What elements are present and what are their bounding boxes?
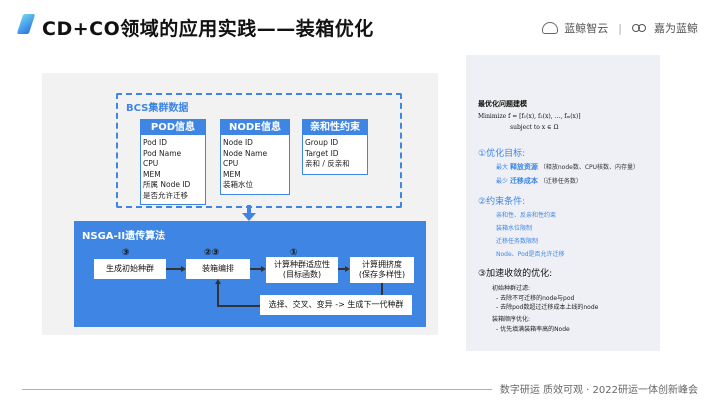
cloud-logo-icon xyxy=(542,22,559,34)
step-number-init: ③ xyxy=(122,248,130,258)
flow-connector xyxy=(250,268,261,270)
node-info-title: NODE信息 xyxy=(221,120,289,135)
node-info-box: NODE信息 Node ID Node Name CPU MEM 装箱水位 xyxy=(220,119,290,195)
convergence-item-title: 装箱顺序优化: xyxy=(492,316,531,323)
nsga-ii-algorithm-block: NSGA-II遗传算法 ③ ②③ ① 生成初始种群 装箱编排 计算种群适应性 (… xyxy=(74,221,426,327)
affinity-constraint-line: Group ID xyxy=(305,138,339,147)
flow-arrow-icon xyxy=(181,266,186,272)
flow-arrow-icon xyxy=(345,266,350,272)
footer-divider xyxy=(22,389,492,390)
flow-connector xyxy=(338,268,345,270)
title-accent-mark xyxy=(16,14,36,34)
constraint-item: 迁移任务数限制 xyxy=(496,238,539,245)
goal-item-migration: 最少 迁移成本 （迁移任务数） xyxy=(496,177,582,185)
step-init-label: 生成初始种群 xyxy=(106,264,154,273)
step-next-generation: 选择、交叉、变异 -> 生成下一代种群 xyxy=(260,295,412,315)
step-crowding-line1: 计算拥挤度 xyxy=(362,260,402,269)
step-bin-packing-arrangement: 装箱编排 xyxy=(186,259,250,279)
affinity-constraint-line: Target ID xyxy=(305,148,339,158)
nsga-ii-label: NSGA-II遗传算法 xyxy=(82,231,166,242)
constraint-item: 亲和性、反亲和性约束 xyxy=(496,212,557,219)
step-generate-initial-population: 生成初始种群 xyxy=(94,259,166,279)
bcs-cluster-data-group: BCS集群数据 POD信息 Pod ID Pod Name CPU MEM 所属… xyxy=(116,93,402,208)
step-fitness-line2: (目标函数) xyxy=(282,270,322,279)
flow-connector xyxy=(166,268,181,270)
footer-slogan: 数字研运 质效可观 · 2022研运一体创新峰会 xyxy=(499,385,698,396)
goal-section-title: ①优化目标: xyxy=(478,149,526,159)
affinity-constraint-line: 亲和 / 反亲和 xyxy=(305,159,350,168)
affinity-constraint-title: 亲和性约束 xyxy=(303,120,367,135)
node-info-line: Node Name xyxy=(223,148,268,158)
node-info-line: 装箱水位 xyxy=(223,180,253,189)
convergence-item-title: 初始种群过滤: xyxy=(492,285,531,292)
pod-info-line: Pod ID xyxy=(143,138,167,147)
pod-info-title: POD信息 xyxy=(141,120,205,135)
step-compute-fitness: 计算种群适应性 (目标函数) xyxy=(266,257,338,283)
down-arrow-icon xyxy=(247,205,251,214)
step-number-fitness: ① xyxy=(290,248,298,258)
node-info-line: MEM xyxy=(223,169,241,179)
objective-formula: Minimize f = [f₁(x), f₂(x), …, fₘ(x)] xyxy=(478,113,581,120)
affinity-constraint-box: 亲和性约束 Group ID Target ID 亲和 / 反亲和 xyxy=(302,119,368,175)
dual-circle-logo-icon xyxy=(632,22,648,34)
logo-separator: | xyxy=(618,21,622,35)
pod-info-line: 是否允许迁移 xyxy=(143,190,188,200)
optimization-panel: 最优化问题建模 Minimize f = [f₁(x), f₂(x), …, f… xyxy=(466,55,660,351)
pod-info-box: POD信息 Pod ID Pod Name CPU MEM 所属 Node ID… xyxy=(140,119,206,205)
goal-item-release: 最大 释放资源 （释放node数、CPU核数、内存量） xyxy=(496,163,640,171)
flow-arrow-up-icon xyxy=(215,279,221,284)
constraint-formula: subject to x ∈ Ω xyxy=(510,124,559,131)
step-crowding-line2: (保存多样性) xyxy=(358,270,406,279)
step-number-encode: ②③ xyxy=(204,248,220,258)
step-encode-label: 装箱编排 xyxy=(202,264,234,273)
step-compute-crowding: 计算拥挤度 (保存多样性) xyxy=(350,257,414,283)
architecture-diagram: BCS集群数据 POD信息 Pod ID Pod Name CPU MEM 所属… xyxy=(42,73,438,335)
flow-connector xyxy=(381,283,383,295)
pod-info-line: 所属 Node ID xyxy=(143,180,191,189)
constraint-item: 装箱水位限制 xyxy=(496,225,533,232)
node-info-line: CPU xyxy=(223,159,239,168)
page-title: CD+CO领域的应用实践——装箱优化 xyxy=(42,18,374,40)
flow-connector xyxy=(217,284,219,306)
header-logos: 蓝鲸智云 | 嘉为蓝鲸 xyxy=(542,20,698,36)
convergence-item: - 去除不可迁移的node与pod xyxy=(496,295,575,302)
convergence-item: - 优先填满装箱率高的Node xyxy=(496,326,570,333)
convergence-section-title: ③加速收敛的优化: xyxy=(478,269,553,279)
logo-canway: 嘉为蓝鲸 xyxy=(654,22,698,35)
convergence-item: - 去除pod数超过迁移成本上线的node xyxy=(496,304,599,311)
flow-arrow-icon xyxy=(261,266,266,272)
step-next-gen-label: 选择、交叉、变异 -> 生成下一代种群 xyxy=(268,300,404,309)
node-info-line: Node ID xyxy=(223,138,253,147)
pod-info-line: CPU xyxy=(143,159,159,168)
constraint-item: Node、Pod是否允许迁移 xyxy=(496,251,565,258)
bcs-cluster-label: BCS集群数据 xyxy=(126,103,189,114)
pod-info-line: Pod Name xyxy=(143,148,182,158)
flow-connector xyxy=(217,305,260,307)
logo-bluking-cloud: 蓝鲸智云 xyxy=(564,22,609,35)
model-title: 最优化问题建模 xyxy=(478,100,527,108)
pod-info-line: MEM xyxy=(143,169,161,179)
step-fitness-line1: 计算种群适应性 xyxy=(274,260,330,269)
down-arrow-head-icon xyxy=(242,213,256,221)
constraint-section-title: ②约束条件: xyxy=(478,197,526,207)
